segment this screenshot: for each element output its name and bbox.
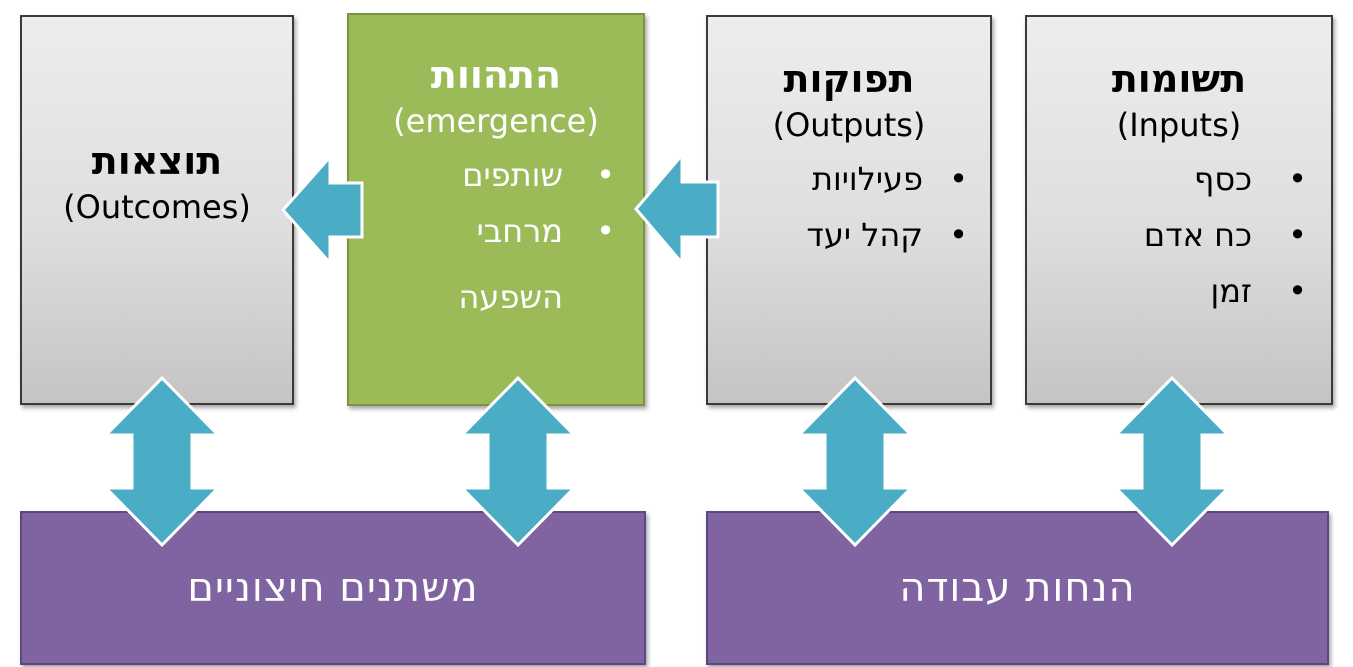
inputs-title: תשומות bbox=[1111, 57, 1247, 101]
list-item: •זמן bbox=[1210, 272, 1307, 310]
outputs-title: תפוקות bbox=[783, 57, 915, 101]
work-assumptions-box: הנחות עבודה bbox=[706, 511, 1329, 665]
work-assumptions-label: הנחות עבודה bbox=[899, 565, 1136, 611]
outputs-subtitle: (Outputs) bbox=[772, 106, 926, 144]
emergence-title: התהוות bbox=[430, 53, 562, 97]
list-item: •כח אדם bbox=[1143, 216, 1307, 254]
inputs-subtitle: (Inputs) bbox=[1116, 106, 1242, 144]
outputs-box: תפוקות (Outputs) •פעילויות •קהל יעד bbox=[706, 15, 992, 405]
outcomes-title: תוצאות bbox=[91, 139, 223, 183]
outcomes-subtitle: (Outcomes) bbox=[63, 188, 251, 226]
external-variables-label: משתנים חיצוניים bbox=[187, 565, 479, 611]
emergence-box: התהוות (emergence) •שותפים •מרחבי השפעה bbox=[347, 13, 645, 406]
emergence-subtitle: (emergence) bbox=[393, 102, 599, 140]
list-item: •שותפים bbox=[462, 156, 615, 194]
inputs-box: תשומות (Inputs) •כסף •כח אדם •זמן bbox=[1025, 15, 1333, 405]
emergence-list: •שותפים •מרחבי השפעה bbox=[395, 147, 616, 330]
list-item: •קהל יעד bbox=[806, 216, 968, 254]
inputs-list: •כסף •כח אדם •זמן bbox=[1082, 151, 1307, 319]
list-item: •כסף bbox=[1193, 160, 1307, 198]
external-variables-box: משתנים חיצוניים bbox=[20, 511, 646, 665]
outputs-list: •פעילויות •קהל יעד bbox=[738, 151, 968, 263]
outcomes-box: תוצאות (Outcomes) bbox=[20, 15, 294, 405]
list-item: •פעילויות bbox=[812, 160, 968, 198]
list-item: •מרחבי השפעה bbox=[458, 212, 616, 316]
